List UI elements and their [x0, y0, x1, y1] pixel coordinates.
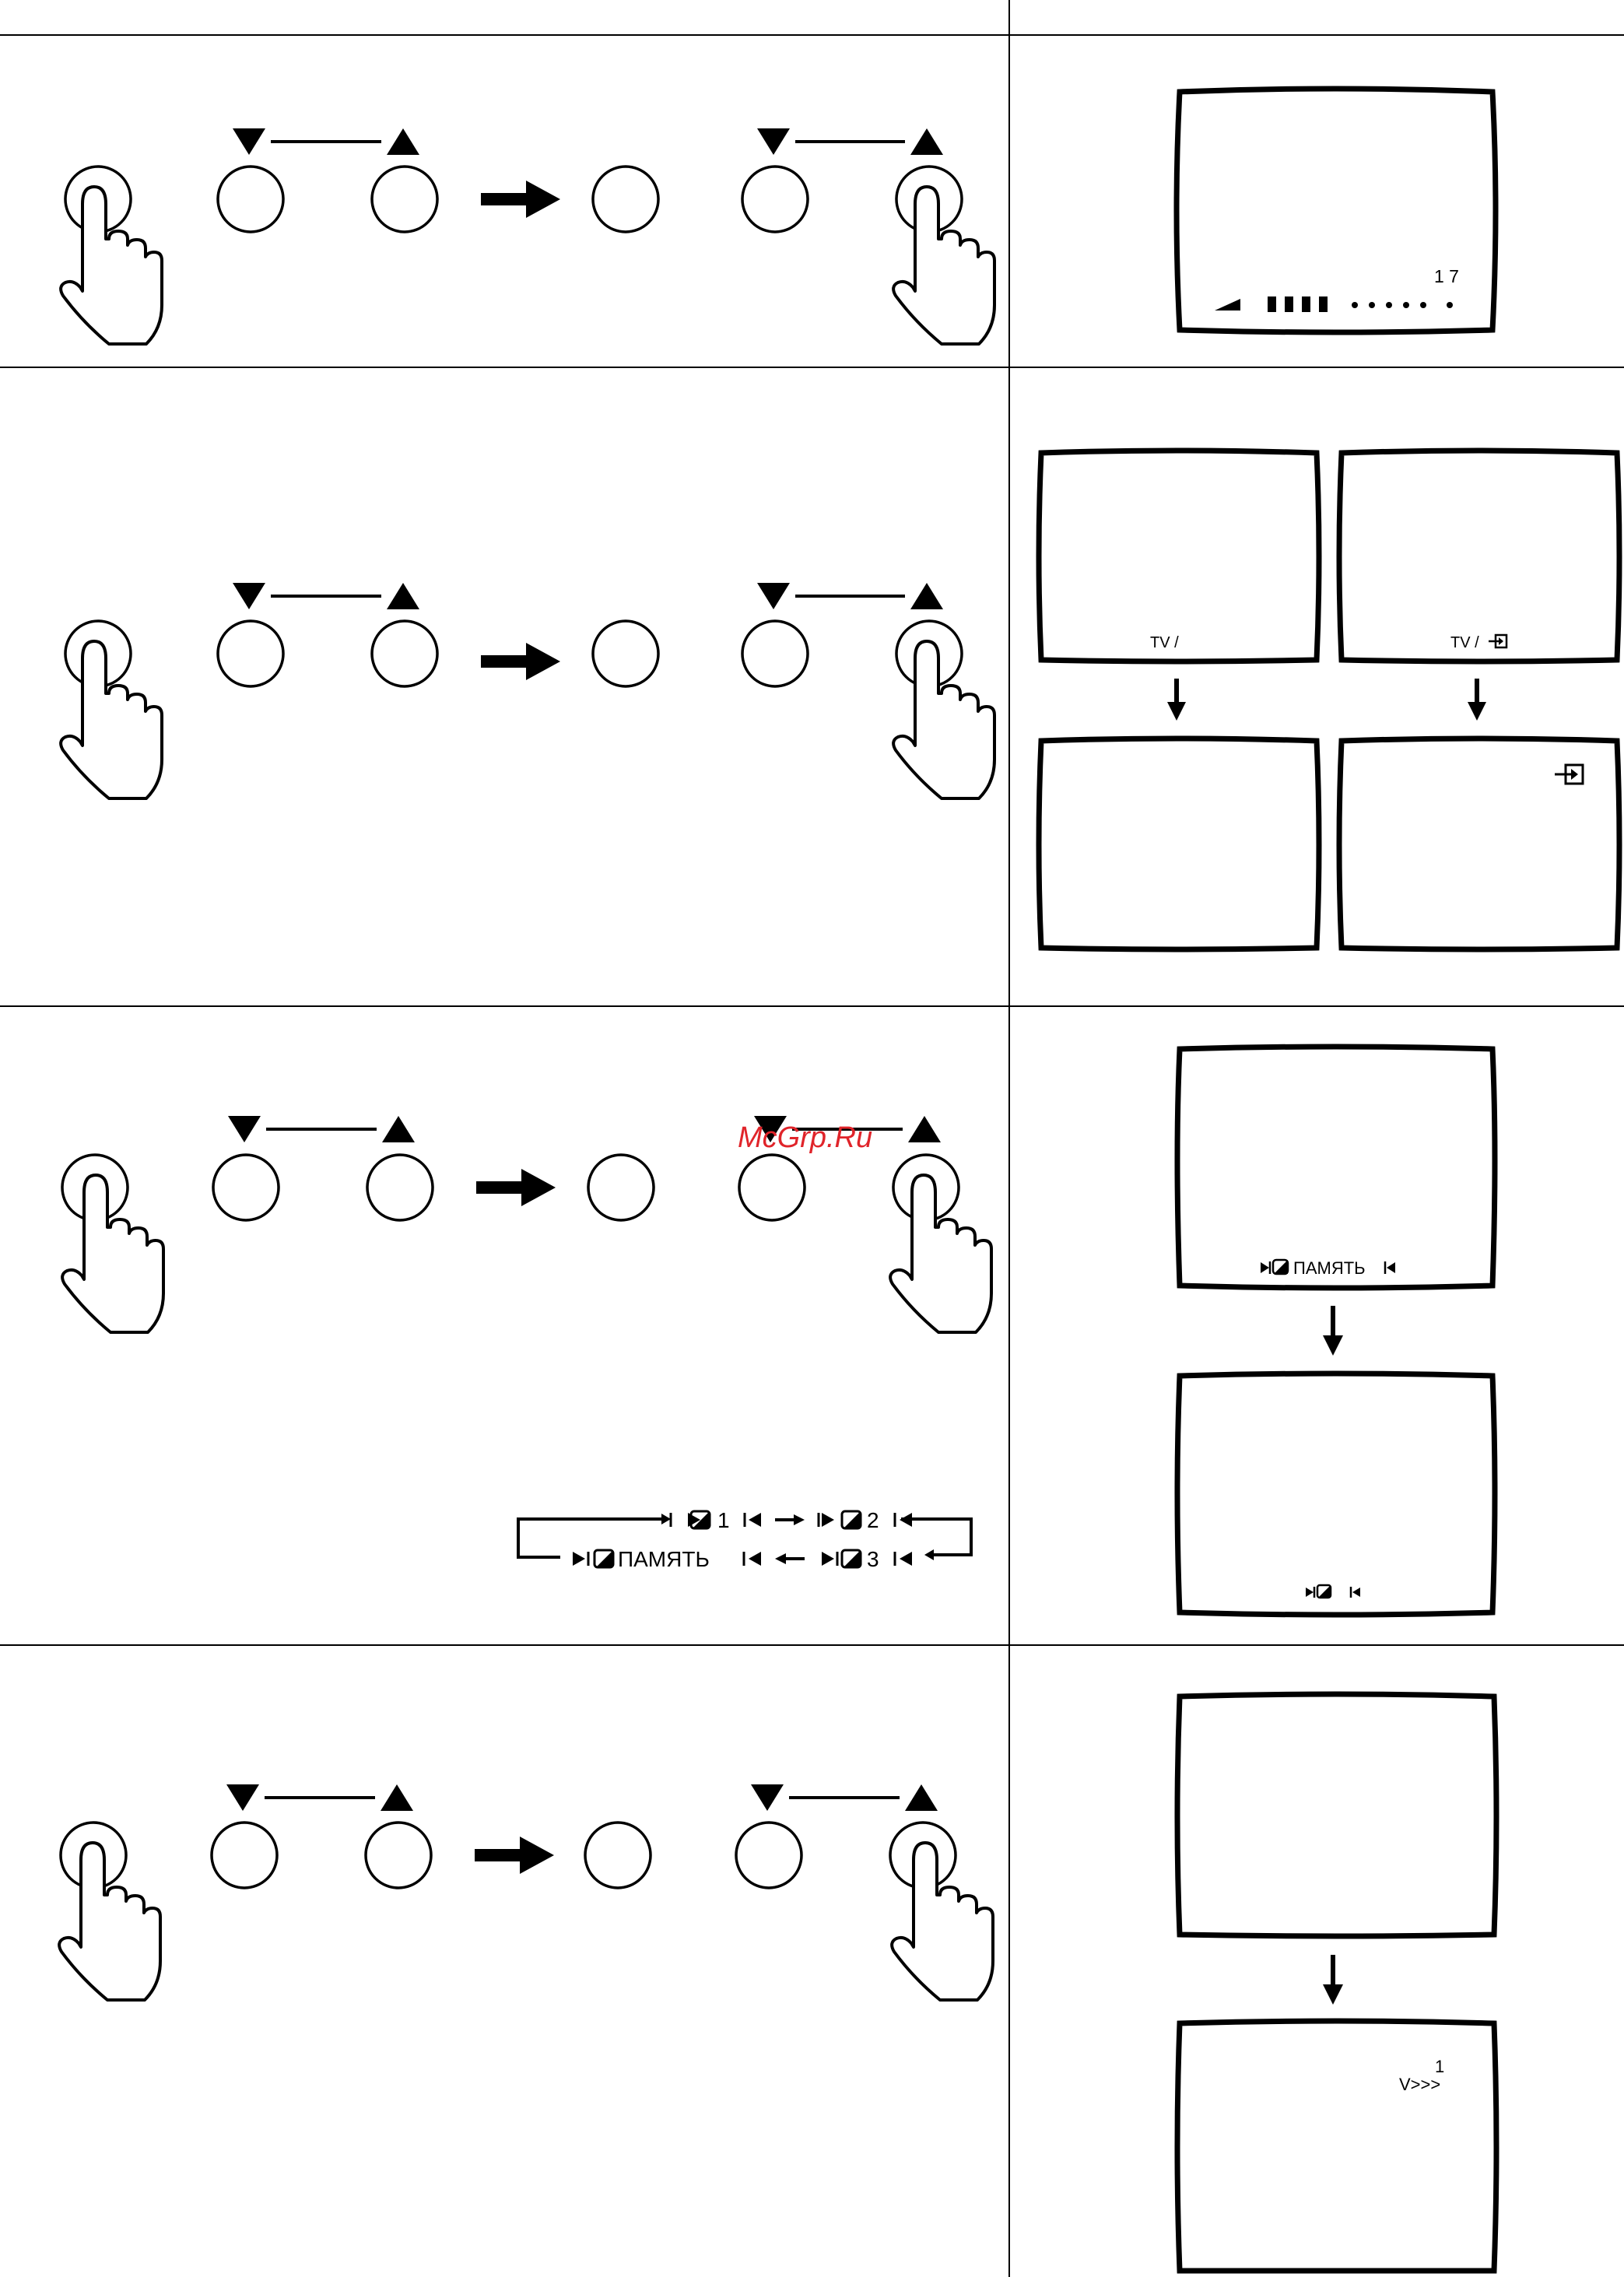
down-arrow-icon [1323, 1955, 1343, 2005]
cycle-item-3-label: 3 [867, 1547, 879, 1571]
tv-screen-c [1039, 739, 1319, 949]
down-triangle-icon [751, 1784, 784, 1811]
picture-mode-icon [842, 1550, 861, 1567]
volume-dot [1352, 302, 1358, 308]
down-button[interactable] [739, 1155, 805, 1220]
tv-screen [1177, 1374, 1495, 1615]
up-triangle-icon [381, 1784, 413, 1811]
down-button[interactable] [742, 167, 808, 232]
cycle-arrowhead [661, 1514, 671, 1524]
right-arrow-icon [481, 643, 560, 680]
down-button[interactable] [742, 621, 808, 686]
menu-button[interactable] [588, 1155, 654, 1220]
tv-b-label: TV / [1450, 634, 1479, 651]
tv-screen-a [1039, 451, 1319, 661]
menu-button[interactable] [593, 621, 658, 686]
down-triangle-icon [233, 128, 265, 155]
cycle-arrowhead [924, 1549, 934, 1560]
down-triangle-icon [228, 1116, 261, 1142]
picture-mode-icon [595, 1550, 613, 1567]
cycle-item-2-label: 2 [867, 1508, 879, 1532]
step4-tv-screens: 1 V>>> [1177, 1694, 1496, 2271]
cycle-item-2: 2 [819, 1508, 912, 1532]
step3-remote-sequence: McGrp.Ru [62, 1116, 991, 1332]
left-arrow-icon [775, 1553, 805, 1564]
down-button[interactable] [218, 621, 283, 686]
down-triangle-icon [757, 583, 790, 609]
tv-screen [1177, 89, 1496, 332]
watermark-text: McGrp.Ru [738, 1121, 872, 1154]
up-triangle-icon [908, 1116, 941, 1142]
tv-memory-label: ПАМЯТЬ [1293, 1258, 1366, 1278]
down-arrow-icon [1323, 1306, 1343, 1356]
down-triangle-icon [233, 583, 265, 609]
step2-remote-sequence [61, 583, 994, 798]
right-arrow-icon [481, 181, 560, 218]
tv-screen [1177, 1694, 1496, 1936]
up-triangle-icon [910, 128, 943, 155]
volume-dot [1369, 302, 1375, 308]
volume-segment [1268, 296, 1276, 312]
up-triangle-icon [910, 583, 943, 609]
tv-number: 1 [1435, 2057, 1444, 2076]
menu-button[interactable] [585, 1823, 651, 1888]
down-arrow-icon [1468, 679, 1486, 721]
down-button[interactable] [218, 167, 283, 232]
picture-mode-cycle: 1 2 ПАМЯТЬ [518, 1508, 971, 1571]
up-triangle-icon [387, 128, 419, 155]
picture-mode-icon [842, 1511, 861, 1528]
volume-dot [1403, 302, 1409, 308]
down-button[interactable] [736, 1823, 801, 1888]
cycle-item-memory-label: ПАМЯТЬ [618, 1547, 710, 1571]
right-arrow-icon [476, 1169, 556, 1206]
up-button[interactable] [367, 1155, 433, 1220]
step1-tv-screen: 1 7 [1177, 89, 1496, 332]
down-button[interactable] [213, 1155, 279, 1220]
tv-a-label: TV / [1150, 634, 1179, 651]
cycle-item-memory: ПАМЯТЬ [573, 1547, 761, 1571]
tv-status-text: V>>> [1399, 2075, 1440, 2094]
volume-dot [1386, 302, 1392, 308]
menu-button[interactable] [593, 167, 658, 232]
volume-segment [1285, 296, 1293, 312]
step1-remote-sequence [61, 128, 994, 344]
down-button[interactable] [212, 1823, 277, 1888]
up-triangle-icon [382, 1116, 415, 1142]
cycle-item-3: 3 [822, 1547, 912, 1571]
volume-dot [1420, 302, 1426, 308]
down-triangle-icon [757, 128, 790, 155]
tv-screen [1177, 1047, 1495, 1288]
cycle-item-1-label: 1 [717, 1508, 730, 1532]
up-button[interactable] [372, 167, 437, 232]
up-triangle-icon [387, 583, 419, 609]
volume-segment [1302, 296, 1310, 312]
step4-remote-sequence [59, 1784, 993, 2000]
step3-tv-screens: ПАМЯТЬ [1177, 1047, 1495, 1615]
up-triangle-icon [905, 1784, 938, 1811]
down-arrow-icon [1167, 679, 1186, 721]
up-button[interactable] [366, 1823, 431, 1888]
tv-screen [1177, 2021, 1496, 2271]
cycle-item-1: 1 [671, 1508, 761, 1532]
right-arrow-icon [475, 1837, 554, 1874]
down-triangle-icon [226, 1784, 259, 1811]
channel-number: 1 7 [1434, 266, 1459, 286]
up-button[interactable] [372, 621, 437, 686]
tv-screen-d [1339, 739, 1619, 949]
step2-tv-screens: TV / TV / [1039, 451, 1619, 949]
volume-segment [1319, 296, 1328, 312]
tv-screen-b [1339, 451, 1619, 661]
right-arrow-icon [775, 1514, 805, 1525]
volume-dot [1447, 302, 1453, 308]
